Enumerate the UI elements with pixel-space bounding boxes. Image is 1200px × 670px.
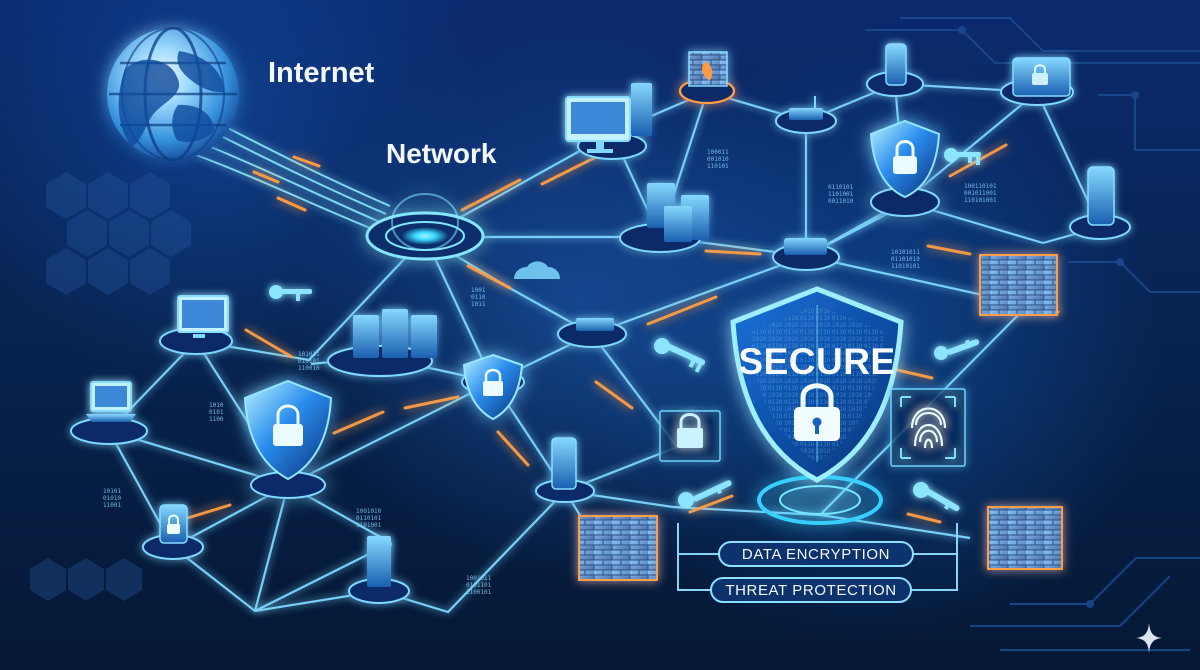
svg-text:010101: 010101 bbox=[298, 358, 320, 365]
svg-text:1100101: 1100101 bbox=[466, 589, 492, 596]
laptop-icon bbox=[70, 381, 148, 445]
svg-text:1001011: 1001011 bbox=[466, 575, 492, 582]
svg-text:0110: 0110 bbox=[471, 294, 486, 301]
svg-text:100110101: 100110101 bbox=[964, 183, 997, 190]
firewall-icon bbox=[678, 51, 736, 105]
svg-text:101011: 101011 bbox=[298, 351, 320, 358]
svg-text:10101: 10101 bbox=[103, 488, 121, 495]
svg-text:10101011: 10101011 bbox=[891, 249, 920, 256]
key-icon bbox=[654, 338, 706, 373]
secure-label: SECURE bbox=[738, 341, 895, 382]
data-encryption-pill: DATA ENCRYPTION bbox=[718, 541, 914, 567]
server-icon bbox=[327, 309, 437, 377]
svg-text:1001: 1001 bbox=[471, 287, 486, 294]
pill-connectors bbox=[677, 523, 958, 591]
server-icon bbox=[348, 536, 410, 604]
secure-shield: SECURE bbox=[730, 286, 904, 525]
threat-protection-label: THREAT PROTECTION bbox=[725, 582, 896, 599]
network-label: Network bbox=[386, 138, 497, 169]
svg-text:1100: 1100 bbox=[209, 416, 224, 423]
desktop-icon bbox=[159, 295, 233, 355]
firewall-icon bbox=[979, 254, 1058, 316]
svg-text:0110101: 0110101 bbox=[828, 184, 854, 191]
svg-text:1010: 1010 bbox=[209, 402, 224, 409]
fingerprint-icon bbox=[890, 388, 966, 467]
spark-icon bbox=[1136, 623, 1162, 653]
server-icon bbox=[619, 183, 709, 253]
globe-icon bbox=[107, 26, 239, 162]
key-icon bbox=[269, 285, 312, 301]
router-icon bbox=[772, 238, 840, 271]
svg-text:110101001: 110101001 bbox=[964, 197, 997, 204]
phone-icon bbox=[1069, 166, 1131, 240]
binary-text-decoration: 100011 001010 110101 0110101 1101001 001… bbox=[103, 149, 997, 596]
internet-label: Internet bbox=[268, 57, 375, 89]
data-encryption-label: DATA ENCRYPTION bbox=[742, 546, 890, 563]
svg-text:0101101: 0101101 bbox=[466, 582, 492, 589]
background-hexagon-pattern bbox=[30, 172, 191, 601]
svg-text:110010: 110010 bbox=[298, 365, 320, 372]
router-icon bbox=[775, 96, 837, 134]
key-icon bbox=[678, 480, 732, 508]
threat-protection-pill: THREAT PROTECTION bbox=[710, 577, 912, 603]
svg-text:0110101: 0110101 bbox=[356, 515, 382, 522]
key-icon bbox=[934, 339, 980, 360]
svg-text:1101001: 1101001 bbox=[828, 191, 854, 198]
svg-text:110101: 110101 bbox=[707, 163, 729, 170]
svg-text:001011001: 001011001 bbox=[964, 190, 997, 197]
background-circuit-lines bbox=[865, 17, 1200, 651]
lock-card-icon bbox=[659, 410, 721, 462]
phone-icon bbox=[866, 43, 924, 97]
svg-text:1101001: 1101001 bbox=[356, 522, 382, 529]
svg-text:1001010: 1001010 bbox=[356, 508, 382, 515]
tablet-icon bbox=[142, 504, 204, 560]
tablet-icon bbox=[1000, 57, 1074, 106]
shield-lock-icon bbox=[869, 119, 941, 217]
svg-text:100011: 100011 bbox=[707, 149, 729, 156]
svg-text:0101: 0101 bbox=[209, 409, 224, 416]
shield-lock-icon bbox=[243, 379, 333, 499]
svg-text:001010: 001010 bbox=[707, 156, 729, 163]
internet-stream-sparks bbox=[252, 155, 321, 212]
svg-text:01010: 01010 bbox=[103, 495, 121, 502]
svg-text:0011010: 0011010 bbox=[828, 198, 854, 205]
desktop-icon bbox=[565, 83, 652, 160]
key-icon bbox=[913, 482, 960, 512]
network-hub-icon bbox=[365, 193, 485, 261]
shield-lock-icon bbox=[461, 353, 525, 421]
router-icon bbox=[557, 318, 627, 348]
svg-text:1011: 1011 bbox=[471, 301, 486, 308]
phone-icon bbox=[535, 437, 595, 503]
firewall-icon bbox=[987, 506, 1063, 570]
firewall-icon bbox=[578, 515, 658, 581]
svg-text:11001: 11001 bbox=[103, 502, 121, 509]
svg-text:01101010: 01101010 bbox=[891, 256, 920, 263]
key-icon bbox=[944, 148, 981, 165]
internet-data-stream bbox=[195, 125, 391, 231]
cloud-icon bbox=[514, 261, 560, 279]
svg-text:11010101: 11010101 bbox=[891, 263, 920, 270]
